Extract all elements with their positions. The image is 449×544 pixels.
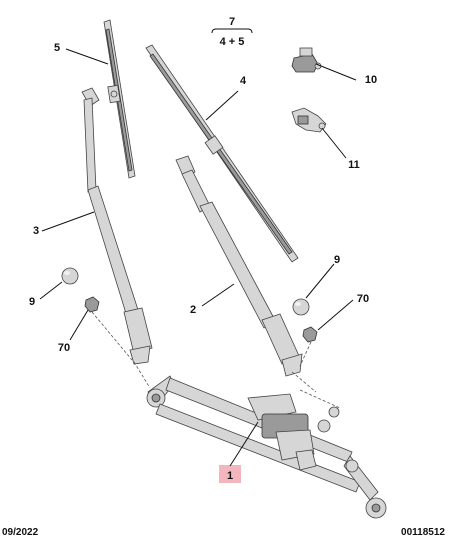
wiper-linkage-motor[interactable] [146,375,387,519]
kit-label: 7 4 + 5 [211,16,253,48]
callout-2: 2 [190,304,196,316]
connector-10[interactable] [291,47,322,73]
wiper-arm-left[interactable] [81,87,153,389]
kit-number: 7 [229,16,235,28]
nut-left[interactable] [84,296,133,361]
callout-10: 10 [365,74,377,86]
callout-4: 4 [240,75,247,87]
cap-right[interactable] [292,298,310,316]
callout-1-highlight [219,465,241,483]
callout-9-left: 9 [29,296,35,308]
wiper-arm-right[interactable] [175,155,317,393]
footer-reference: 00118512 [401,527,445,538]
callout-1: 1 [227,470,233,482]
bracket-11[interactable] [291,107,327,133]
wiper-blade-short[interactable] [103,19,136,179]
cap-left[interactable] [61,267,79,285]
callout-3: 3 [33,225,39,237]
callout-5: 5 [54,42,60,54]
nut-right[interactable] [299,326,318,367]
callout-11: 11 [348,159,360,171]
callout-70-right: 70 [357,293,369,305]
leader-lines [39,48,357,467]
callout-70-left: 70 [58,342,70,354]
callout-9-right: 9 [334,254,340,266]
footer-date: 09/2022 [2,527,39,538]
kit-bracket [211,28,253,34]
kit-contents: 4 + 5 [220,36,245,48]
wiper-blade-long[interactable] [145,44,299,263]
